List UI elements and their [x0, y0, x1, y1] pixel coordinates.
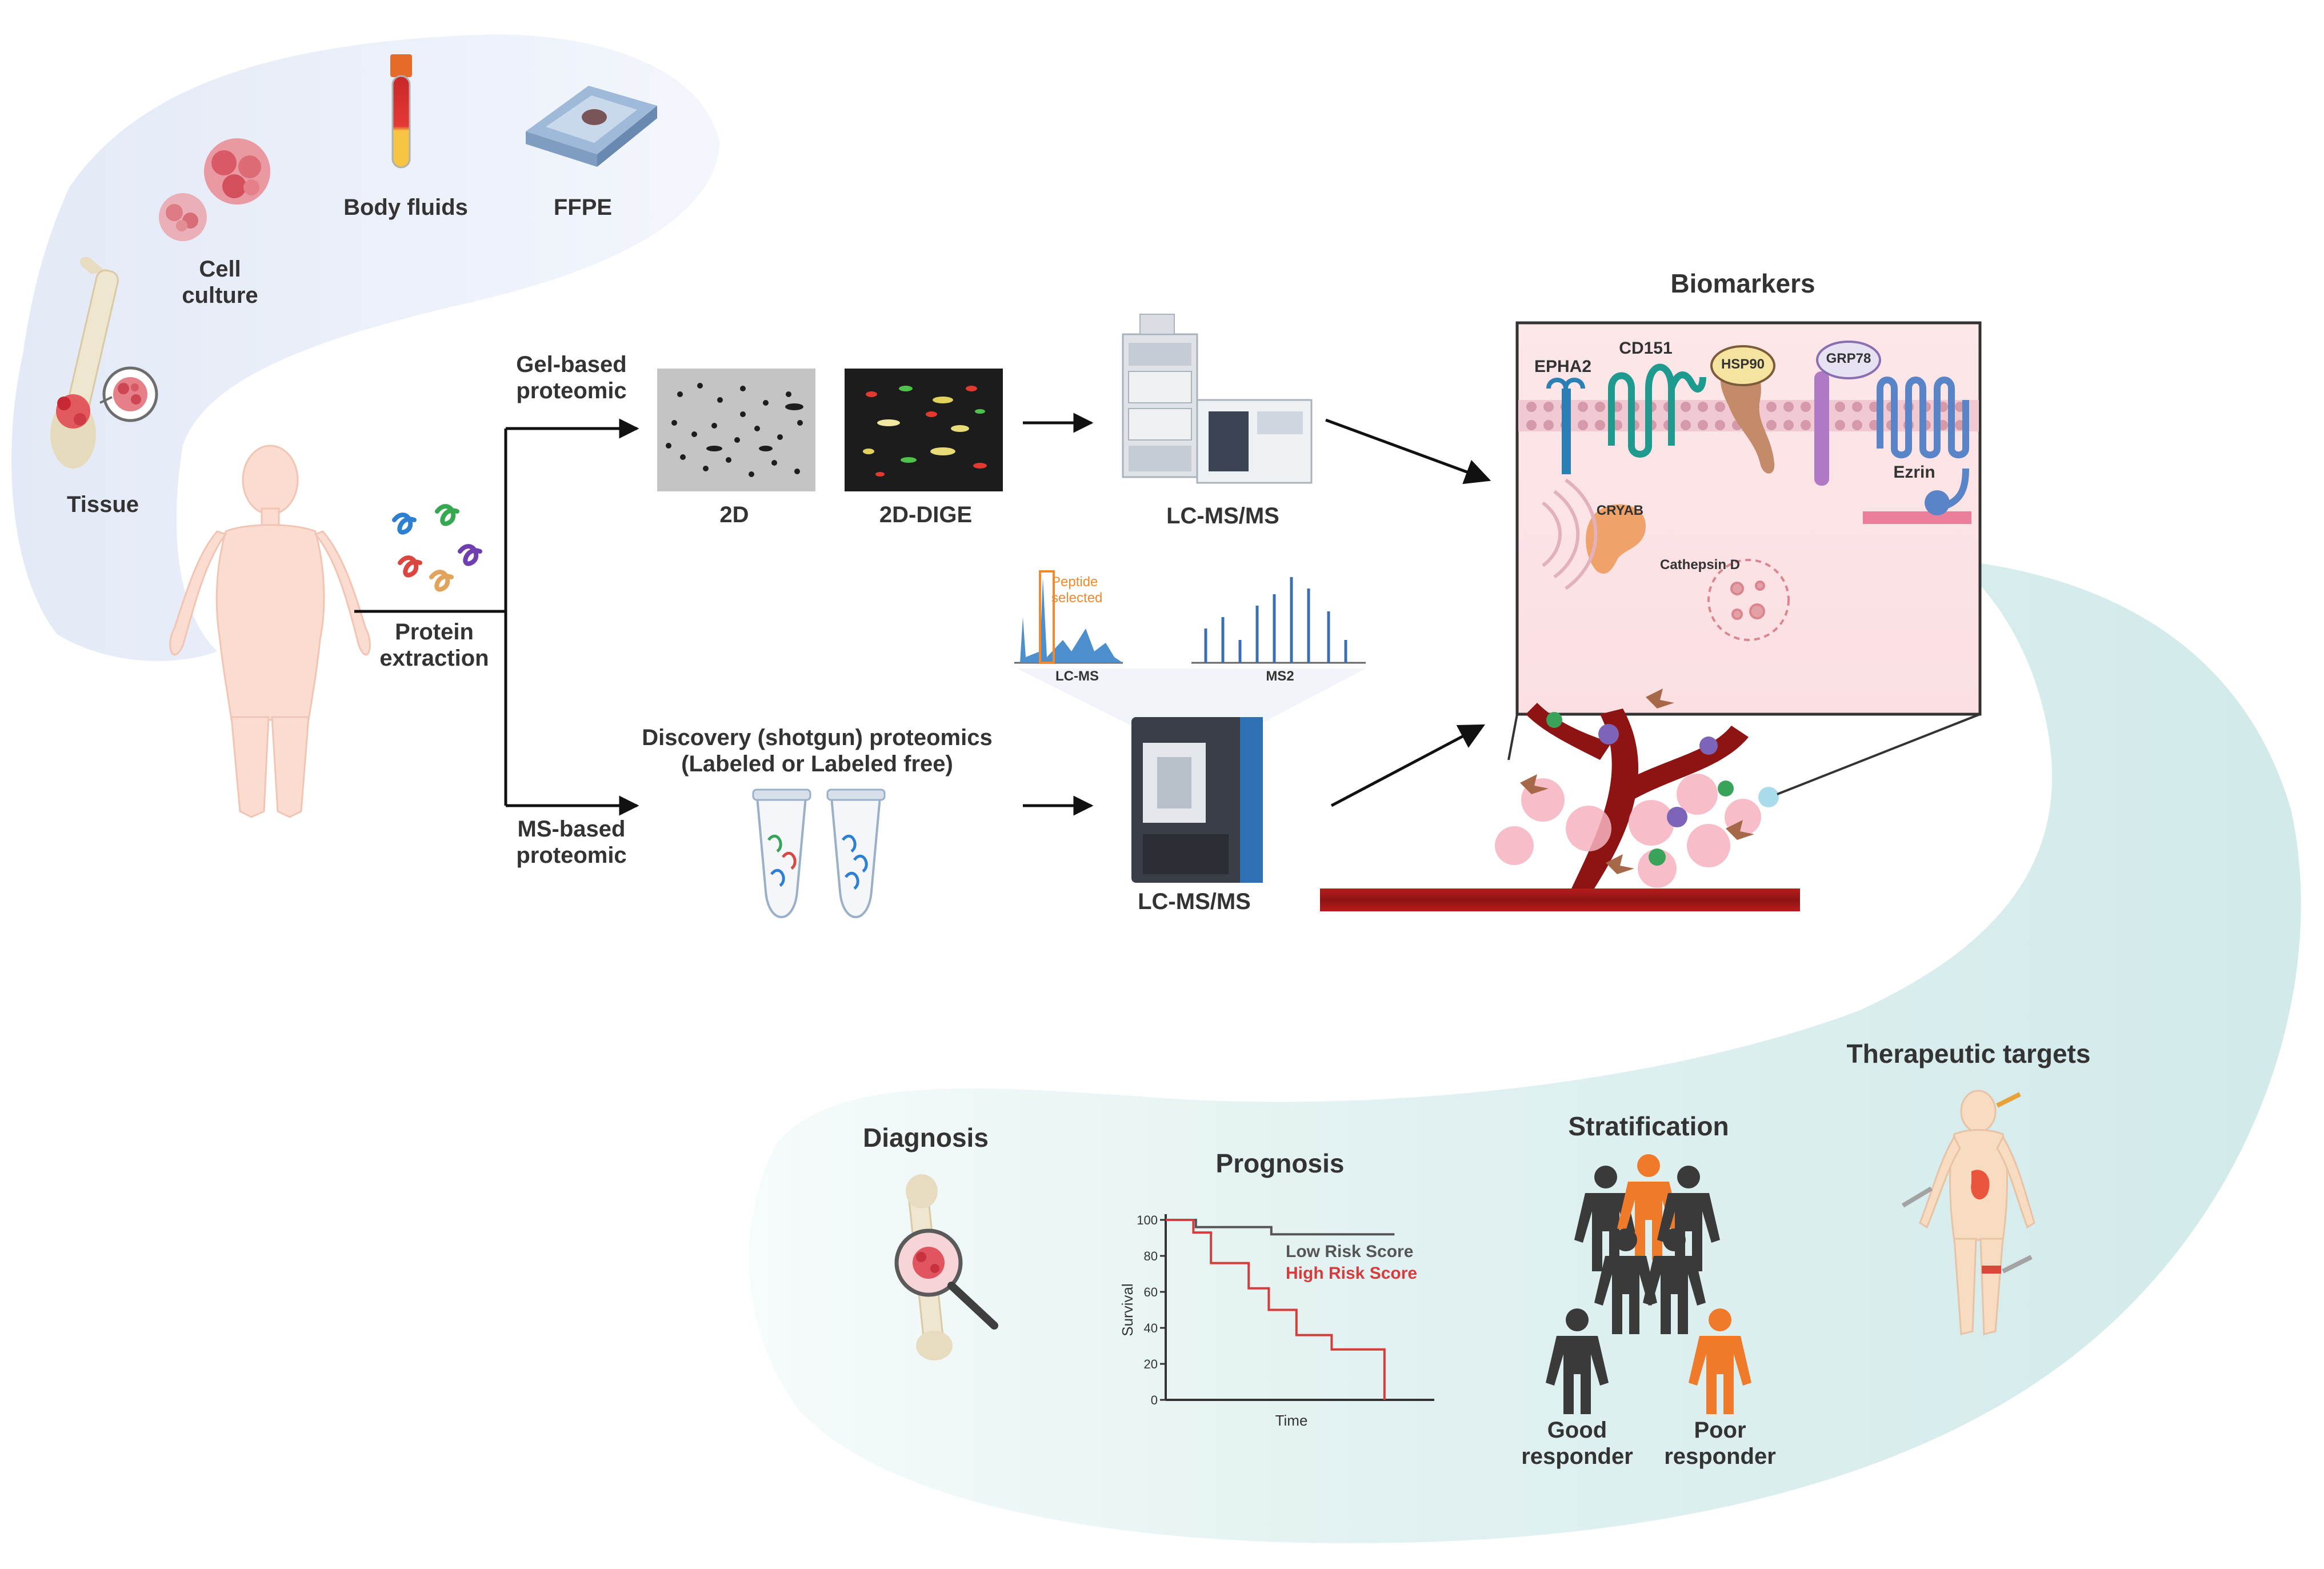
y-axis-label: Survival [1119, 1283, 1136, 1336]
good-responder-line2: responder [1521, 1444, 1633, 1469]
peptide-selected-line1: Peptide [1051, 574, 1098, 590]
cd151-label: CD151 [1619, 339, 1673, 358]
stratification-title: Stratification [1568, 1111, 1729, 1141]
y-tick-label: 100 [1137, 1213, 1158, 1227]
ffpe-block-icon [526, 86, 657, 167]
person-poor-icon [1689, 1308, 1751, 1414]
y-tick-label: 80 [1144, 1249, 1158, 1263]
gel-based-line1: Gel-based [516, 352, 627, 377]
bone-tissue-icon [50, 257, 158, 469]
cell-culture-icon [159, 138, 270, 241]
gel-2d-image [657, 369, 815, 491]
cell-culture-label-line2: culture [182, 283, 258, 308]
epha2-receptor [1546, 378, 1585, 474]
good-responder-line1: Good [1547, 1418, 1607, 1443]
protein-extract-icon [392, 504, 482, 592]
therapeutic-body-icon [1901, 1090, 2035, 1335]
biomarker-panel [1515, 321, 1982, 716]
poor-responder-line2: responder [1664, 1444, 1776, 1469]
cryab-label: CRYAB [1596, 503, 1644, 518]
ffpe-label: FFPE [553, 195, 613, 220]
diagnosis-icon [894, 1174, 998, 1360]
y-tick-label: 60 [1144, 1285, 1158, 1299]
discovery-label: Discovery (shotgun) proteomics (Labeled … [640, 725, 994, 777]
survival-curve-high-risk [1166, 1219, 1386, 1400]
biomarkers-title: Biomarkers [1670, 269, 1815, 298]
ezrin-label: Ezrin [1893, 463, 1935, 482]
lcms-bottom-label: LC-MS/MS [1138, 889, 1251, 914]
lcms-spectrum-plot [1014, 570, 1123, 664]
tumor-microenvironment [1320, 689, 1800, 911]
lcms-top-label: LC-MS/MS [1166, 503, 1279, 529]
good-responder-label: Good responder [1520, 1417, 1634, 1470]
cell-culture-label: Cell culture [177, 256, 263, 309]
human-body-icon [169, 445, 371, 818]
protein-extraction-line2: extraction [379, 646, 489, 671]
ms-based-line1: MS-based [517, 816, 626, 842]
cathepsin-d-lysosome [1707, 559, 1790, 641]
ms-based-label: MS-based proteomic [503, 816, 640, 868]
ezrin-actin [1863, 490, 1971, 524]
background-band-bottom [749, 560, 2301, 1543]
y-tick-label: 20 [1144, 1357, 1158, 1371]
lcms-instrument-top [1122, 314, 1313, 484]
background-band-top [11, 34, 720, 661]
legend-high-risk: High Risk Score [1286, 1264, 1417, 1283]
person-good-icon [1657, 1166, 1720, 1271]
gel-based-line2: proteomic [516, 378, 627, 403]
body-fluids-label: Body fluids [343, 195, 468, 220]
peptide-selected-line2: selected [1051, 590, 1103, 606]
prognosis-title: Prognosis [1215, 1148, 1345, 1178]
person-good-icon [1594, 1228, 1657, 1334]
discovery-line2: (Labeled or Labeled free) [681, 751, 953, 777]
person-poor-icon [1617, 1154, 1680, 1260]
poor-responder-label: Poor responder [1663, 1417, 1777, 1470]
tissue-label: Tissue [67, 492, 139, 517]
peptide-selected-label: Peptide selected [1051, 574, 1114, 606]
person-good-icon [1643, 1228, 1706, 1334]
discovery-line1: Discovery (shotgun) proteomics [642, 725, 993, 750]
grp78-label: GRP78 [1826, 351, 1871, 366]
hsp90-protein [1710, 345, 1775, 474]
spectra-funnel [1017, 669, 1366, 726]
person-good-icon [1546, 1308, 1609, 1414]
lcms-spectrum-label: LC-MS [1055, 669, 1099, 684]
cd151-tetraspanin [1608, 363, 1706, 458]
legend-low-risk: Low Risk Score [1286, 1242, 1413, 1261]
ms-based-line2: proteomic [516, 843, 627, 868]
ms2-spectrum-plot [1191, 577, 1366, 664]
ms2-spectrum-label: MS2 [1266, 669, 1294, 684]
grp78-protein [1814, 341, 1881, 486]
protein-extraction-label: Protein extraction [371, 619, 497, 671]
x-axis-label: Time [1275, 1412, 1308, 1429]
cell-culture-label-line1: Cell [199, 257, 241, 282]
hsp90-label: HSP90 [1721, 357, 1765, 372]
epha2-label: EPHA2 [1534, 357, 1592, 376]
gel-dige-label: 2D-DIGE [879, 502, 973, 527]
y-tick-label: 0 [1151, 1393, 1158, 1407]
y-tick-label: 40 [1144, 1321, 1158, 1335]
stratification-group-icon [1546, 1154, 1751, 1414]
gel-dige-image [845, 369, 1003, 491]
sample-tubes-icon [752, 788, 886, 918]
therapeutic-title: Therapeutic targets [1846, 1039, 2091, 1068]
zoom-lines [1507, 713, 1981, 795]
poor-responder-line1: Poor [1694, 1418, 1746, 1443]
lcms-instrument-bottom [1131, 717, 1263, 883]
gel-based-label: Gel-based proteomic [503, 351, 640, 404]
flow-arrows [354, 413, 1491, 816]
cathepsin-d-label: Cathepsin D [1659, 557, 1740, 573]
protein-extraction-line1: Protein [395, 619, 474, 645]
cryab-protein [1586, 504, 1646, 574]
blood-tube-icon [390, 54, 412, 169]
gel-2d-label: 2D [719, 502, 749, 527]
diagnosis-title: Diagnosis [863, 1123, 989, 1152]
